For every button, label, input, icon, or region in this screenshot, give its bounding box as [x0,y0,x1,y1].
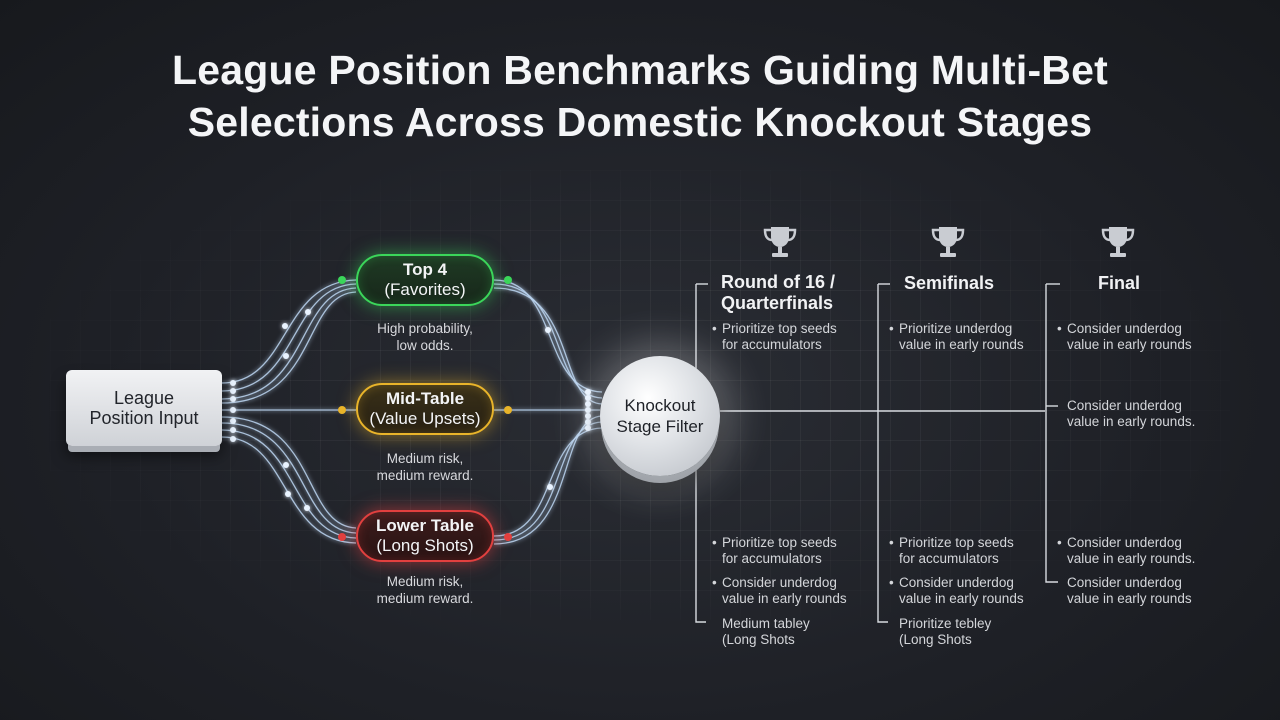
note-line: Medium tabley [722,616,810,631]
tier-lower-table-caption-line-1: Medium risk, [386,574,464,589]
note-line: Consider underdog [722,575,837,590]
stage-final-top-note: • Consider underdog value in early round… [1057,321,1227,353]
stage-semifinals-note-1: • Prioritize top seeds for accumulators [889,535,1059,567]
stage-final-note-2: Consider underdog value in early rounds [1067,575,1227,607]
tier-top-4-caption-line-2: low odds. [396,338,454,353]
stage-final-mid-note: Consider underdog value in early rounds. [1067,398,1227,430]
note-line: (Long Shots [899,632,972,647]
tier-mid-table-node: Mid-Table (Value Upsets) [356,383,494,435]
tier-top-4-caption: High probability, low odds. [340,320,510,354]
tier-lower-table-caption-line-2: medium reward. [376,591,474,606]
trophy-icon [763,227,797,257]
input-to-tier-links [221,279,357,544]
stage-semifinals-note-3: Prioritize tebley (Long Shots [899,616,1059,648]
input-node-label: League Position Input [89,388,199,428]
tier-lower-table-node: Lower Table (Long Shots) [356,510,494,562]
note-line: for accumulators [722,337,822,352]
tier-top-4-caption-line-1: High probability, [377,321,473,336]
diagram-title-line-1: League Position Benchmarks Guiding Multi… [172,47,1108,93]
stage-semifinals-note-2: • Consider underdog value in early round… [889,575,1059,607]
note-line: value in early rounds [899,591,1024,606]
note-line: Prioritize top seeds [722,535,837,550]
tier-port-dots [338,276,512,541]
filter-node-label: Knockout Stage Filter [616,396,704,436]
note-line: Prioritize top seeds [722,321,837,336]
note-line: Consider underdog [1067,535,1182,550]
stage-round-of-16-top-note: • Prioritize top seeds for accumulators [712,321,882,353]
note-line: Consider underdog [1067,575,1182,590]
tier-top-4-subtitle: (Favorites) [384,280,466,299]
note-line: value in early rounds [722,591,847,606]
note-line: Prioritize underdog [899,321,1013,336]
stage-semifinals-heading: Semifinals [904,273,995,293]
tier-top-4-title: Top 4 [402,260,448,279]
tier-mid-table-subtitle: (Value Upsets) [369,409,481,428]
note-line: value in early rounds. [1067,551,1196,566]
league-position-input-node: League Position Input [66,370,222,446]
connector-nodes [230,309,591,511]
stage-round-of-16-note-1: • Prioritize top seeds for accumulators [712,535,882,567]
stage-final-note-1: • Consider underdog value in early round… [1057,535,1227,567]
note-line: for accumulators [899,551,999,566]
tier-lower-table-title: Lower Table [376,516,474,535]
stage-semifinals-top-note: • Prioritize underdog value in early rou… [889,321,1059,353]
note-line: for accumulators [722,551,822,566]
note-line: (Long Shots [722,632,795,647]
tier-top-4-node: Top 4 (Favorites) [356,254,494,306]
note-line: value in early rounds. [1067,414,1196,429]
tier-mid-table-caption: Medium risk, medium reward. [340,450,510,484]
note-line: Consider underdog [1067,398,1182,413]
stage-final-heading: Final [1098,273,1141,293]
stage-round-of-16-heading: Round of 16 / Quarterfinals [721,272,835,314]
tier-lower-table-subtitle: (Long Shots) [376,536,474,555]
stage-round-of-16-heading-line-2: Quarterfinals [721,293,834,313]
note-line: value in early rounds [1067,337,1192,352]
note-line: Consider underdog [1067,321,1182,336]
note-line: value in early rounds [1067,591,1192,606]
note-line: Prioritize tebley [899,616,992,631]
tier-lower-table-caption: Medium risk, medium reward. [340,573,510,607]
note-line: Consider underdog [899,575,1014,590]
tier-mid-table-caption-line-1: Medium risk, [386,451,464,466]
stage-round-of-16-note-3: Medium tabley (Long Shots [722,616,882,648]
diagram-title-line-2: Selections Across Domestic Knockout Stag… [187,99,1093,145]
note-line: Prioritize top seeds [899,535,1014,550]
trophy-icon [1101,227,1135,257]
knockout-stage-filter-node: Knockout Stage Filter [600,356,720,476]
stage-round-of-16-note-2: • Consider underdog value in early round… [712,575,882,607]
stage-round-of-16-heading-line-1: Round of 16 / [721,272,835,292]
note-line: value in early rounds [899,337,1024,352]
tier-mid-table-caption-line-2: medium reward. [376,468,474,483]
tier-mid-table-title: Mid-Table [385,389,465,408]
trophy-icon [931,227,965,257]
